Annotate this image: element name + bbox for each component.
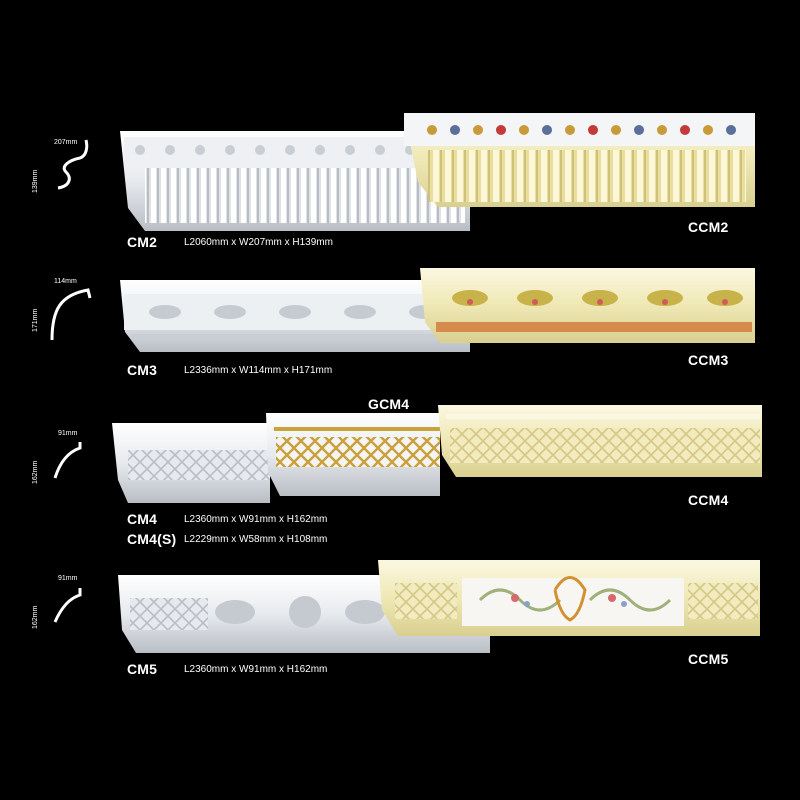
profile-width-cm3: 114mm	[54, 278, 77, 285]
profile-height-cm5: 162mm	[32, 605, 39, 629]
molding-gcm4	[266, 413, 440, 496]
product-code-ccm5: CCM5	[688, 651, 729, 667]
profile-height-cm4: 162mm	[32, 460, 39, 484]
molding-ccm5	[378, 560, 760, 636]
molding-ccm2	[404, 113, 755, 207]
product-code-ccm3: CCM3	[688, 352, 729, 368]
profile-height-cm2: 139mm	[32, 169, 39, 193]
molding-cm3	[120, 280, 470, 352]
product-code-cm4s: CM4(S)	[127, 531, 177, 547]
product-dims-cm4: L2360mm x W91mm x H162mm	[184, 514, 328, 525]
product-dims-cm3: L2336mm x W114mm x H171mm	[184, 365, 333, 376]
profile-width-cm2: 207mm	[54, 139, 78, 146]
product-code-cm5: CM5	[127, 661, 158, 677]
molding-ccm3	[420, 268, 755, 343]
product-dims-cm2: L2060mm x W207mm x H139mm	[184, 237, 333, 248]
profile-width-cm4: 91mm	[58, 430, 78, 437]
product-code-cm3: CM3	[127, 362, 158, 378]
product-dims-cm4s: L2229mm x W58mm x H108mm	[184, 534, 328, 545]
profile-width-cm5: 91mm	[58, 575, 78, 582]
product-code-cm2: CM2	[127, 234, 158, 250]
molding-cm4	[112, 423, 270, 503]
profile-diagram-cm5	[53, 588, 82, 623]
product-code-gcm4: GCM4	[368, 396, 410, 412]
product-dims-cm5: L2360mm x W91mm x H162mm	[184, 664, 328, 675]
molding-ccm4	[438, 405, 762, 477]
profile-diagram-cm2	[57, 139, 89, 190]
profile-diagram-cm3	[50, 288, 92, 341]
profile-diagram-cm4	[53, 442, 82, 479]
product-code-cm4: CM4	[127, 511, 158, 527]
product-code-ccm2: CCM2	[688, 219, 729, 235]
profile-height-cm3: 171mm	[32, 308, 39, 332]
product-code-ccm4: CCM4	[688, 492, 729, 508]
